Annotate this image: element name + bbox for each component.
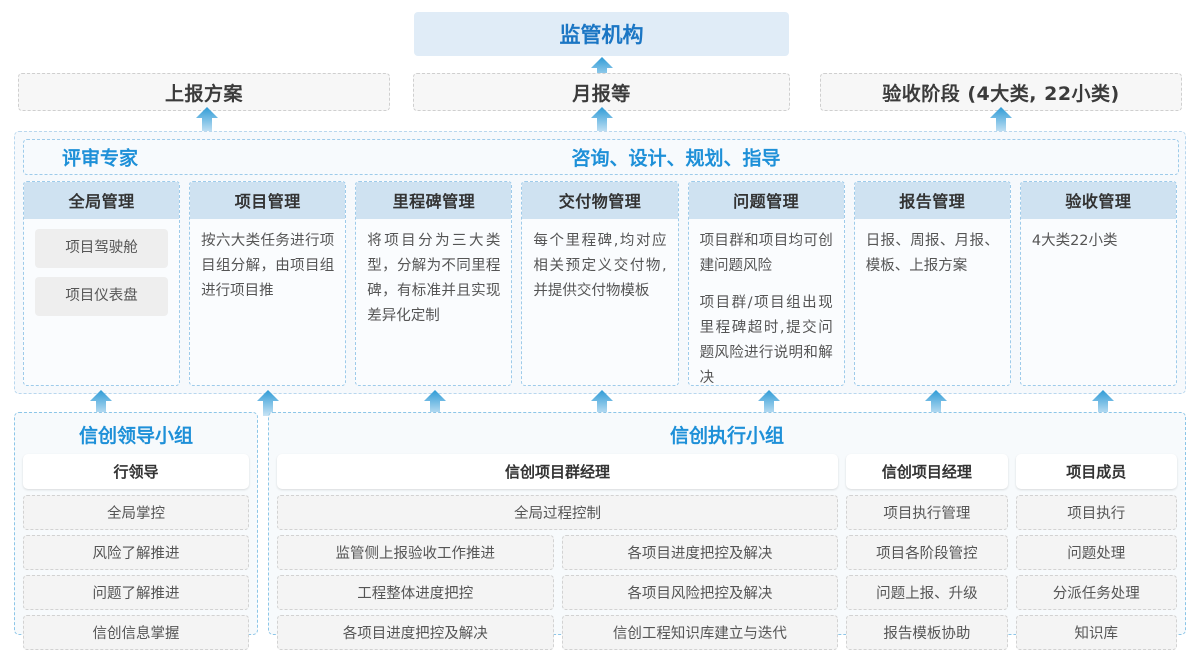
- column-global-management[interactable]: 全局管理 项目驾驶舱 项目仪表盘: [23, 181, 181, 386]
- consulting-panel-header: 评审专家 咨询、设计、规划、指导: [23, 139, 1179, 175]
- list-item[interactable]: 全局掌控: [23, 495, 249, 530]
- leader-role-header[interactable]: 行领导: [23, 454, 249, 489]
- program-manager-right-list: 各项目进度把控及解决 各项目风险把控及解决 信创工程知识库建立与迭代: [561, 535, 839, 650]
- list-item[interactable]: 风险了解推进: [23, 535, 249, 570]
- list-item[interactable]: 问题了解推进: [23, 575, 249, 610]
- project-member-column: 项目成员 项目执行 问题处理 分派任务处理 知识库: [1015, 454, 1177, 650]
- program-manager-column: 信创项目群经理 全局过程控制 监管侧上报验收工作推进 工程整体进度把控 各项目进…: [277, 454, 839, 650]
- column-header: 里程碑管理: [356, 182, 512, 219]
- column-paragraph: 按六大类任务进行项目组分解，由项目组进行项目推: [201, 233, 335, 299]
- leader-group-title: 信创领导小组: [78, 425, 193, 447]
- list-item[interactable]: 监管侧上报验收工作推进: [277, 535, 554, 570]
- list-item[interactable]: 信创信息掌握: [23, 615, 249, 650]
- regulator-label: 监管机构: [559, 23, 644, 47]
- column-header: 报告管理: [854, 182, 1010, 219]
- management-columns: 全局管理 项目驾驶舱 项目仪表盘 项目管理 按六大类任务进行项目组分解，由项目组…: [23, 181, 1177, 386]
- column-header: 验收管理: [1020, 182, 1176, 219]
- column-paragraph: 4大类22小类: [1031, 233, 1118, 249]
- project-manager-column: 信创项目经理 项目执行管理 项目各阶段管控 问题上报、升级 报告模板协助: [846, 454, 1008, 650]
- pill-item[interactable]: 项目仪表盘: [35, 276, 169, 316]
- exec-group-panel: 信创执行小组 信创项目群经理 全局过程控制 监管侧上报验收工作推进 工程整体进度…: [268, 412, 1186, 650]
- review-expert-label: 评审专家: [62, 147, 139, 170]
- arrow-up-icon: [990, 107, 1012, 133]
- list-item[interactable]: 项目执行: [1015, 495, 1177, 530]
- channel-box-monthly-report: 月报等: [413, 73, 790, 111]
- leader-group-panel: 信创领导小组 行领导 全局掌控 风险了解推进 问题了解推进 信创信息掌握: [14, 412, 258, 650]
- exec-group-title: 信创执行小组: [669, 425, 784, 447]
- list-item[interactable]: 各项目进度把控及解决: [277, 615, 554, 650]
- column-paragraph: 日报、周报、月报、模板、上报方案: [865, 233, 999, 274]
- list-item[interactable]: 项目执行管理: [846, 495, 1008, 530]
- list-item[interactable]: 问题处理: [1015, 535, 1177, 570]
- list-item[interactable]: 全局过程控制: [277, 495, 839, 530]
- channel-box-acceptance-stage: 验收阶段 (4大类, 22小类): [820, 73, 1182, 111]
- list-item[interactable]: 知识库: [1015, 615, 1177, 650]
- consulting-title-label: 咨询、设计、规划、指导: [571, 147, 781, 170]
- pill-item[interactable]: 项目驾驶舱: [35, 229, 169, 268]
- project-member-role-header[interactable]: 项目成员: [1015, 454, 1177, 489]
- column-acceptance-management[interactable]: 验收管理 4大类22小类: [1019, 181, 1177, 386]
- column-body: 项目群和项目均可创建问题风险 项目群/项目组出现里程碑超时,提交问题风险进行说明…: [689, 219, 844, 386]
- column-header: 交付物管理: [522, 182, 678, 219]
- column-body: 日报、周报、月报、模板、上报方案: [855, 219, 1010, 385]
- program-manager-left-list: 监管侧上报验收工作推进 工程整体进度把控 各项目进度把控及解决: [277, 535, 554, 650]
- column-paragraph: 将项目分为三大类型，分解为不同里程碑，有标准并且实现差异化定制: [367, 233, 501, 324]
- arrow-up-icon: [196, 107, 218, 133]
- list-item[interactable]: 工程整体进度把控: [277, 575, 554, 610]
- column-body: 项目驾驶舱 项目仪表盘: [24, 219, 179, 385]
- column-issue-management[interactable]: 问题管理 项目群和项目均可创建问题风险 项目群/项目组出现里程碑超时,提交问题风…: [687, 181, 845, 386]
- list-item[interactable]: 分派任务处理: [1015, 575, 1177, 610]
- project-manager-role-header[interactable]: 信创项目经理: [846, 454, 1008, 489]
- list-item[interactable]: 项目各阶段管控: [846, 535, 1008, 570]
- column-header: 问题管理: [688, 182, 844, 219]
- list-item[interactable]: 各项目进度把控及解决: [561, 535, 839, 570]
- column-header: 全局管理: [24, 182, 180, 219]
- column-body: 4大类22小类: [1021, 219, 1176, 385]
- column-paragraph: 项目群/项目组出现里程碑超时,提交问题风险进行说明和解决: [699, 294, 833, 386]
- list-item[interactable]: 各项目风险把控及解决: [561, 575, 839, 610]
- program-manager-role-header[interactable]: 信创项目群经理: [277, 454, 839, 489]
- channel-label: 验收阶段 (4大类, 22小类): [882, 82, 1120, 105]
- list-item[interactable]: 报告模板协助: [846, 615, 1008, 650]
- column-body: 按六大类任务进行项目组分解，由项目组进行项目推: [190, 219, 345, 385]
- program-manager-subcolumns: 监管侧上报验收工作推进 工程整体进度把控 各项目进度把控及解决 各项目进度把控及…: [277, 535, 839, 650]
- column-body: 每个里程碑,均对应相关预定义交付物,并提供交付物模板: [522, 219, 677, 385]
- channel-label: 月报等: [572, 82, 631, 105]
- channel-box-report-plan: 上报方案: [18, 73, 390, 111]
- consulting-panel: 评审专家 咨询、设计、规划、指导 全局管理 项目驾驶舱 项目仪表盘 项目管理 按…: [14, 131, 1186, 394]
- arrow-up-icon: [591, 107, 613, 133]
- column-paragraph: 每个里程碑,均对应相关预定义交付物,并提供交付物模板: [533, 233, 667, 299]
- channel-label: 上报方案: [164, 82, 243, 105]
- column-header: 项目管理: [190, 182, 346, 219]
- column-paragraph: 项目群和项目均可创建问题风险: [699, 233, 833, 274]
- column-milestone-management[interactable]: 里程碑管理 将项目分为三大类型，分解为不同里程碑，有标准并且实现差异化定制: [355, 181, 513, 386]
- regulator-box: 监管机构: [414, 12, 789, 56]
- exec-group-columns: 信创项目群经理 全局过程控制 监管侧上报验收工作推进 工程整体进度把控 各项目进…: [277, 454, 1177, 650]
- column-body: 将项目分为三大类型，分解为不同里程碑，有标准并且实现差异化定制: [356, 219, 511, 385]
- list-item[interactable]: 信创工程知识库建立与迭代: [561, 615, 839, 650]
- list-item[interactable]: 问题上报、升级: [846, 575, 1008, 610]
- column-deliverable-management[interactable]: 交付物管理 每个里程碑,均对应相关预定义交付物,并提供交付物模板: [521, 181, 679, 386]
- column-project-management[interactable]: 项目管理 按六大类任务进行项目组分解，由项目组进行项目推: [189, 181, 347, 386]
- column-report-management[interactable]: 报告管理 日报、周报、月报、模板、上报方案: [853, 181, 1011, 386]
